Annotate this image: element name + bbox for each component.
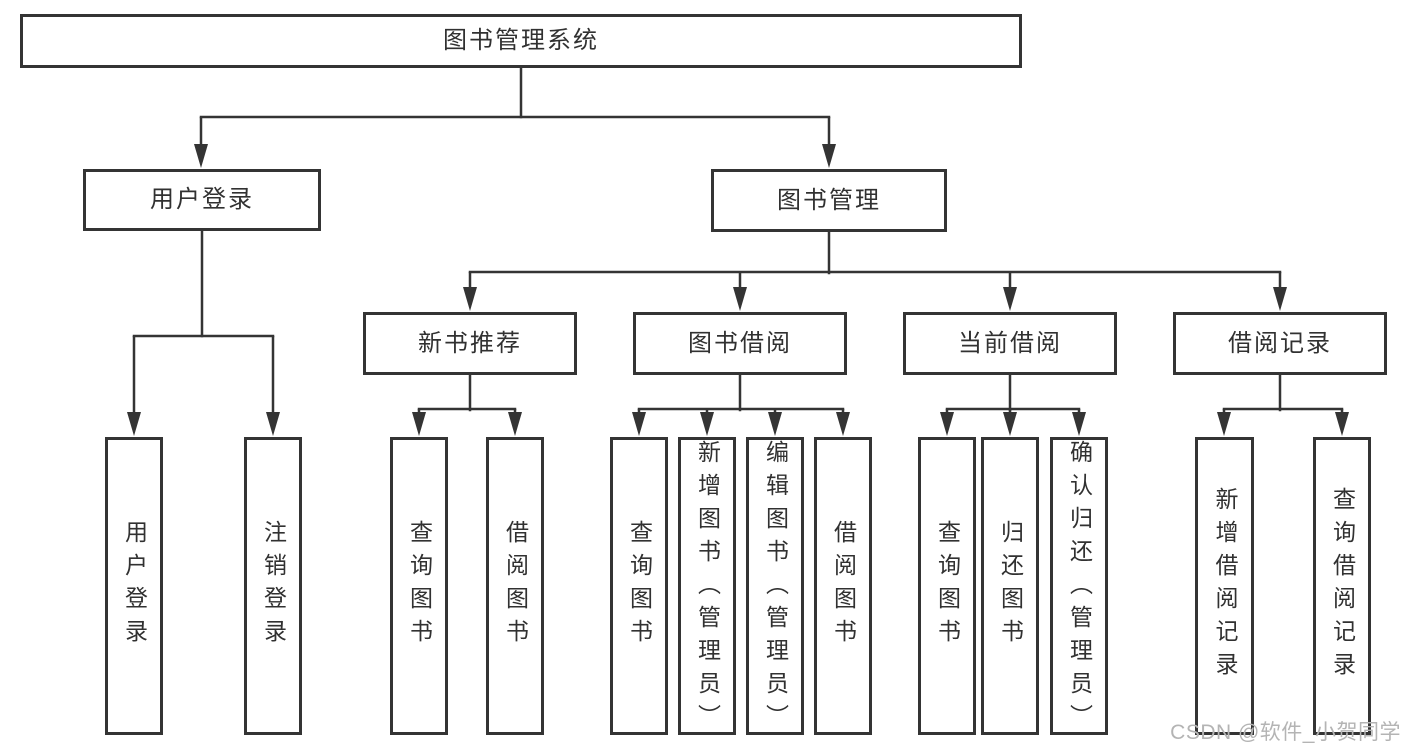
leaf-return-books: 归还图书 — [981, 437, 1039, 735]
node-label: 查询图书 — [406, 520, 433, 652]
leaf-borrow-books-borrowing: 借阅图书 — [814, 437, 872, 735]
leaf-edit-books-admin: 编辑图书（管理员） — [746, 437, 804, 737]
node-label: 图书管理 — [777, 186, 881, 214]
leaf-borrow-books-recommend: 借阅图书 — [486, 437, 544, 735]
node-library-system: 图书管理系统 — [20, 14, 1022, 68]
node-label: 确认归还（管理员） — [1066, 440, 1093, 737]
node-label: 查询借阅记录 — [1329, 487, 1356, 685]
csdn-watermark: CSDN @软件_小贺同学 — [1170, 721, 1401, 744]
node-borrowing-records: 借阅记录 — [1173, 312, 1387, 375]
node-label: 新书推荐 — [418, 329, 522, 357]
node-label: 注销登录 — [260, 520, 287, 652]
node-label: 借阅图书 — [502, 520, 529, 652]
leaf-query-books-recommend: 查询图书 — [390, 437, 448, 735]
node-label: 用户登录 — [150, 186, 254, 213]
node-new-book-recommend: 新书推荐 — [363, 312, 577, 375]
leaf-user-login: 用户登录 — [105, 437, 163, 735]
node-book-management: 图书管理 — [711, 169, 947, 232]
node-label: 借阅图书 — [830, 520, 857, 652]
node-label: 图书管理系统 — [443, 27, 599, 54]
node-book-borrowing: 图书借阅 — [633, 312, 847, 375]
node-label: 当前借阅 — [958, 329, 1062, 357]
node-user-login: 用户登录 — [83, 169, 321, 231]
node-label: 归还图书 — [997, 520, 1024, 652]
leaf-logout: 注销登录 — [244, 437, 302, 735]
node-label: 用户登录 — [121, 520, 148, 652]
node-label: 编辑图书（管理员） — [762, 440, 789, 737]
leaf-query-books-borrowing: 查询图书 — [610, 437, 668, 735]
leaf-confirm-return-admin: 确认归还（管理员） — [1050, 437, 1108, 737]
node-label: 新增图书（管理员） — [694, 440, 721, 737]
node-label: 借阅记录 — [1228, 329, 1332, 357]
leaf-query-books-current: 查询图书 — [918, 437, 976, 735]
node-current-borrowing: 当前借阅 — [903, 312, 1117, 375]
node-label: 查询图书 — [626, 520, 653, 652]
node-label: 新增借阅记录 — [1212, 487, 1238, 685]
leaf-add-books-admin: 新增图书（管理员） — [678, 437, 736, 737]
leaf-add-borrow-record: 新增借阅记录 — [1195, 437, 1254, 735]
leaf-query-borrow-record: 查询借阅记录 — [1313, 437, 1371, 735]
node-label: 查询图书 — [934, 520, 961, 652]
node-label: 图书借阅 — [688, 329, 792, 357]
